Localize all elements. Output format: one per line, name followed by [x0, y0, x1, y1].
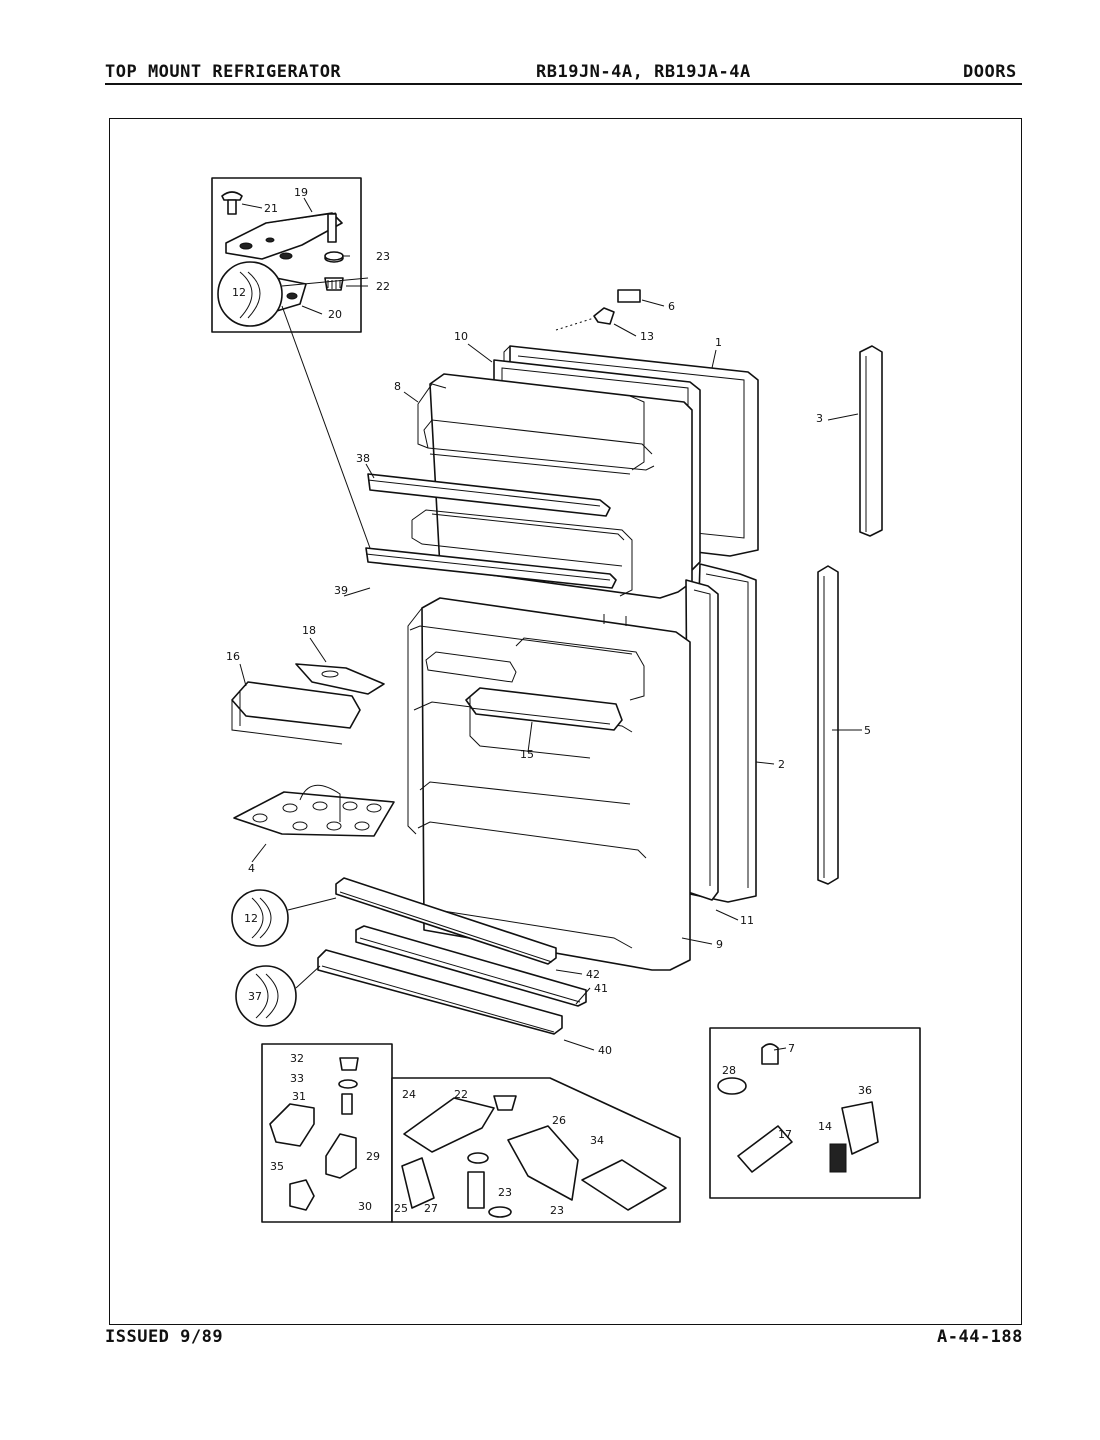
- callout-19: 19: [294, 186, 308, 199]
- fresh-food-door-assembly: [231, 345, 883, 1035]
- callout-16: 16: [226, 650, 240, 663]
- callout-17: 17: [778, 1128, 792, 1141]
- callout-23-mid: 23: [498, 1186, 512, 1199]
- callout-21: 21: [264, 202, 278, 215]
- callout-14: 14: [818, 1120, 832, 1133]
- header-section: DOORS: [963, 62, 1017, 82]
- header-models: RB19JN-4A, RB19JA-4A: [536, 62, 751, 82]
- callout-8: 8: [394, 380, 401, 393]
- freezer-door-assembly: [365, 289, 759, 599]
- callout-22-upper: 22: [376, 280, 390, 293]
- callout-38: 38: [356, 452, 370, 465]
- callout-30: 30: [358, 1200, 372, 1213]
- callout-3: 3: [816, 412, 823, 425]
- header-rule: [105, 83, 1022, 85]
- callout-28: 28: [722, 1064, 736, 1077]
- callout-20: 20: [328, 308, 342, 321]
- callout-15: 15: [520, 748, 534, 761]
- callout-39: 39: [334, 584, 348, 597]
- header-title: TOP MOUNT REFRIGERATOR: [105, 62, 342, 82]
- callout-23-lower: 23: [550, 1204, 564, 1217]
- lower-hinge-inset: [261, 1043, 393, 1223]
- callout-26: 26: [552, 1114, 566, 1127]
- callout-31: 31: [292, 1090, 306, 1103]
- callout-34: 34: [590, 1134, 604, 1147]
- callout-6: 6: [668, 300, 675, 313]
- callout-labels: 1 2 3 4 5 6 7 8 9 10 11 12 12 13 14 15 1…: [226, 186, 872, 1217]
- footer-issued: ISSUED 9/89: [105, 1327, 224, 1347]
- callout-41: 41: [594, 982, 608, 995]
- callout-29: 29: [366, 1150, 380, 1163]
- lower-hinge-inset-2: [391, 1077, 681, 1223]
- callout-12-lower: 12: [244, 912, 258, 925]
- callout-42: 42: [586, 968, 600, 981]
- callout-22-lower: 22: [454, 1088, 468, 1101]
- callout-35: 35: [270, 1160, 284, 1173]
- callout-9: 9: [716, 938, 723, 951]
- callout-32: 32: [290, 1052, 304, 1065]
- gasket-detail-circles: [217, 261, 371, 1027]
- callout-13: 13: [640, 330, 654, 343]
- callout-12-upper: 12: [232, 286, 246, 299]
- callout-24: 24: [402, 1088, 416, 1101]
- callout-40: 40: [598, 1044, 612, 1057]
- callout-4: 4: [248, 862, 255, 875]
- callout-27: 27: [424, 1202, 438, 1215]
- callout-1: 1: [715, 336, 722, 349]
- callout-36: 36: [858, 1084, 872, 1097]
- right-parts-inset: [709, 1027, 921, 1199]
- callout-18: 18: [302, 624, 316, 637]
- callout-33: 33: [290, 1072, 304, 1085]
- callout-5: 5: [864, 724, 871, 737]
- callout-2: 2: [778, 758, 785, 771]
- callout-7: 7: [788, 1042, 795, 1055]
- callout-10: 10: [454, 330, 468, 343]
- callout-37: 37: [248, 990, 262, 1003]
- callout-23-upper: 23: [376, 250, 390, 263]
- footer-page-code: A-44-188: [937, 1327, 1023, 1347]
- callout-11: 11: [740, 914, 754, 927]
- callout-leaders: [239, 299, 862, 1051]
- callout-25: 25: [394, 1202, 408, 1215]
- diagram-frame: [109, 118, 1022, 1325]
